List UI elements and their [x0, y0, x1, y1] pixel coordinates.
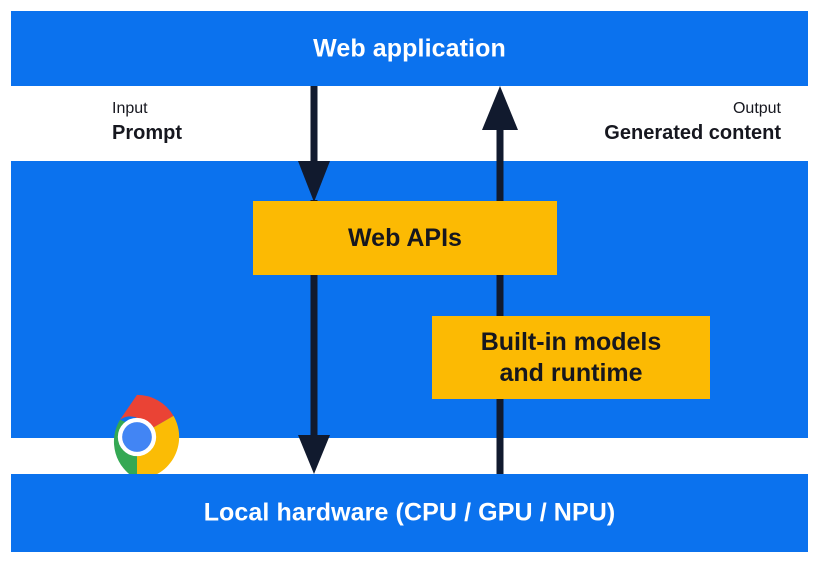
- box-web-apis: Web APIs: [253, 201, 557, 275]
- annotation-input-value: Prompt: [112, 121, 182, 144]
- box-builtin-models-label-line1: Built-in models: [480, 328, 662, 356]
- annotation-output-caption: Output: [732, 100, 781, 117]
- box-builtin-models-label: Built-in models and runtime: [481, 327, 662, 388]
- annotation-input-caption: Input: [112, 100, 148, 117]
- layer-local-hardware-label: Local hardware (CPU / GPU / NPU): [203, 498, 616, 527]
- chrome-logo-icon: [113, 394, 180, 480]
- arrow-up-icon: [482, 86, 518, 474]
- box-builtin-models: Built-in models and runtime: [432, 316, 710, 399]
- layer-web-application: Web application: [11, 11, 808, 86]
- layer-local-hardware: Local hardware (CPU / GPU / NPU): [11, 474, 808, 552]
- annotation-input: Input Prompt: [112, 98, 182, 147]
- box-builtin-models-label-line2: and runtime: [499, 358, 643, 387]
- layer-web-application-label: Web application: [313, 34, 506, 62]
- annotation-output-value: Generated content: [604, 121, 781, 144]
- arrow-down-icon: [298, 86, 330, 474]
- box-web-apis-label: Web APIs: [348, 223, 462, 252]
- annotation-output: Output Generated content: [604, 98, 781, 147]
